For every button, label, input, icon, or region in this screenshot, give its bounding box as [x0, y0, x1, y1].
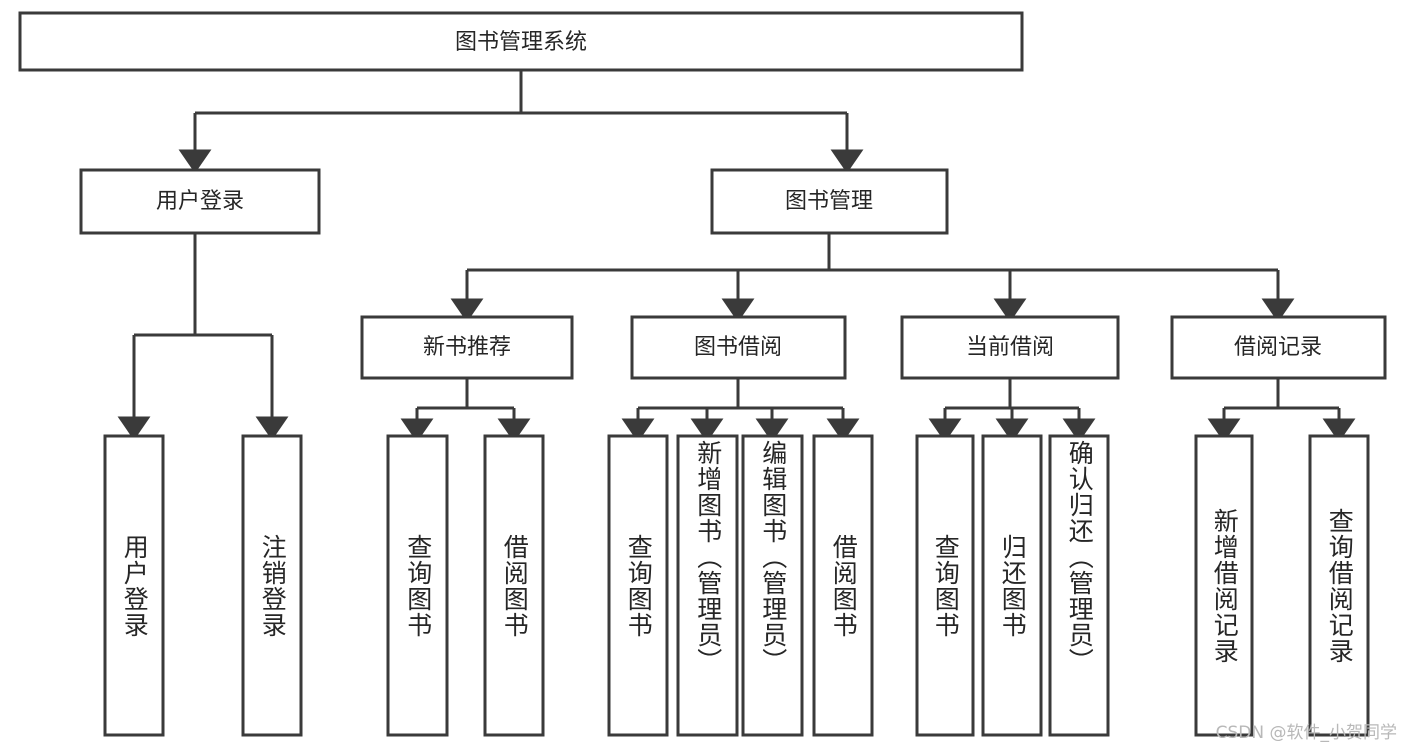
leaf-box-logout[interactable] [241, 434, 303, 737]
edges-user-login-to-leaves [117, 233, 289, 441]
leaf-box-borrow-book-1[interactable] [483, 434, 545, 737]
edges-root-to-level2 [178, 70, 864, 174]
edges-book-manage-to-level3 [450, 233, 1295, 323]
node-new-book-recommend[interactable]: 新书推荐 [360, 315, 574, 380]
node-new-book-recommend-label: 新书推荐 [423, 335, 511, 360]
leaf-box-query-book-2[interactable] [607, 434, 669, 737]
leaf-box-return-book[interactable] [981, 434, 1043, 737]
leaf-box-query-record[interactable] [1308, 434, 1370, 737]
leaf-box-borrow-book-2[interactable] [812, 434, 874, 737]
node-current-borrow[interactable]: 当前借阅 [900, 315, 1120, 380]
leaf-box-confirm-return[interactable] [1048, 434, 1110, 737]
node-book-borrow[interactable]: 图书借阅 [630, 315, 847, 380]
leaf-box-add-book[interactable] [676, 434, 739, 737]
edges-current-borrow-to-leaves [928, 378, 1096, 443]
node-borrow-record-label: 借阅记录 [1234, 335, 1322, 360]
node-root[interactable]: 图书管理系统 [18, 11, 1024, 72]
leaf-box-query-book-3[interactable] [915, 434, 975, 737]
edges-new-book-to-leaves [400, 378, 531, 443]
edges-book-borrow-to-leaves [621, 378, 860, 443]
leaf-boxes [103, 434, 1370, 737]
node-user-login[interactable]: 用户登录 [79, 168, 321, 235]
node-borrow-record[interactable]: 借阅记录 [1170, 315, 1387, 380]
node-user-login-label: 用户登录 [156, 189, 244, 214]
node-book-manage[interactable]: 图书管理 [710, 168, 949, 235]
leaf-box-user-login[interactable] [103, 434, 165, 737]
leaf-box-query-book-1[interactable] [386, 434, 449, 737]
edges-borrow-record-to-leaves [1207, 378, 1356, 443]
node-book-borrow-label: 图书借阅 [694, 335, 782, 360]
leaf-box-add-record[interactable] [1194, 434, 1254, 737]
node-current-borrow-label: 当前借阅 [966, 335, 1054, 360]
node-root-label: 图书管理系统 [455, 30, 587, 55]
leaf-box-edit-book[interactable] [741, 434, 804, 737]
watermark-text: CSDN @软件_小贺同学 [1215, 723, 1397, 743]
node-book-manage-label: 图书管理 [785, 189, 873, 214]
